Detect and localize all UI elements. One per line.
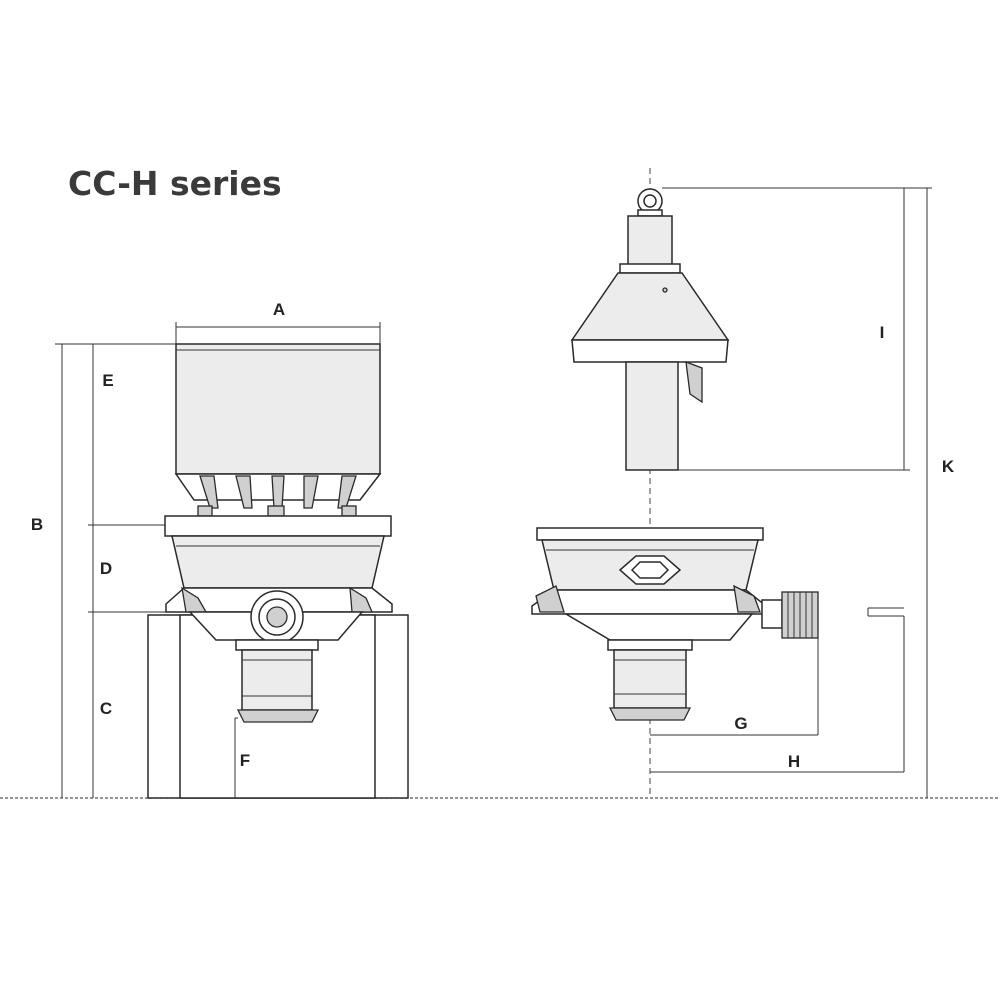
top-flange	[164, 515, 392, 537]
side-dimensions	[650, 187, 932, 798]
side-lower-cylinder	[607, 639, 693, 721]
label-k: K	[942, 457, 955, 476]
label-a: A	[273, 300, 285, 319]
label-h: H	[788, 752, 800, 771]
detached-part	[867, 607, 904, 617]
lower-cylinder	[235, 639, 320, 723]
feed-hopper	[174, 343, 382, 517]
label-f: F	[240, 751, 250, 770]
label-b: B	[31, 515, 43, 534]
front-view	[55, 322, 409, 799]
dimension-labels: A B C D E F G H I K	[31, 300, 955, 771]
shaft-housing	[250, 590, 304, 644]
side-shell	[531, 539, 767, 641]
side-top-flange	[536, 527, 764, 541]
mantle-assembly	[570, 272, 730, 471]
label-d: D	[100, 559, 112, 578]
label-c: C	[100, 699, 112, 718]
front-dimensions	[55, 322, 381, 798]
label-i: I	[880, 323, 885, 342]
drive-pulley	[761, 591, 819, 639]
label-e: E	[102, 371, 113, 390]
series-title: CC-H series	[68, 164, 282, 203]
label-g: G	[734, 714, 747, 733]
lifting-eye	[619, 188, 681, 274]
side-view	[531, 168, 932, 798]
